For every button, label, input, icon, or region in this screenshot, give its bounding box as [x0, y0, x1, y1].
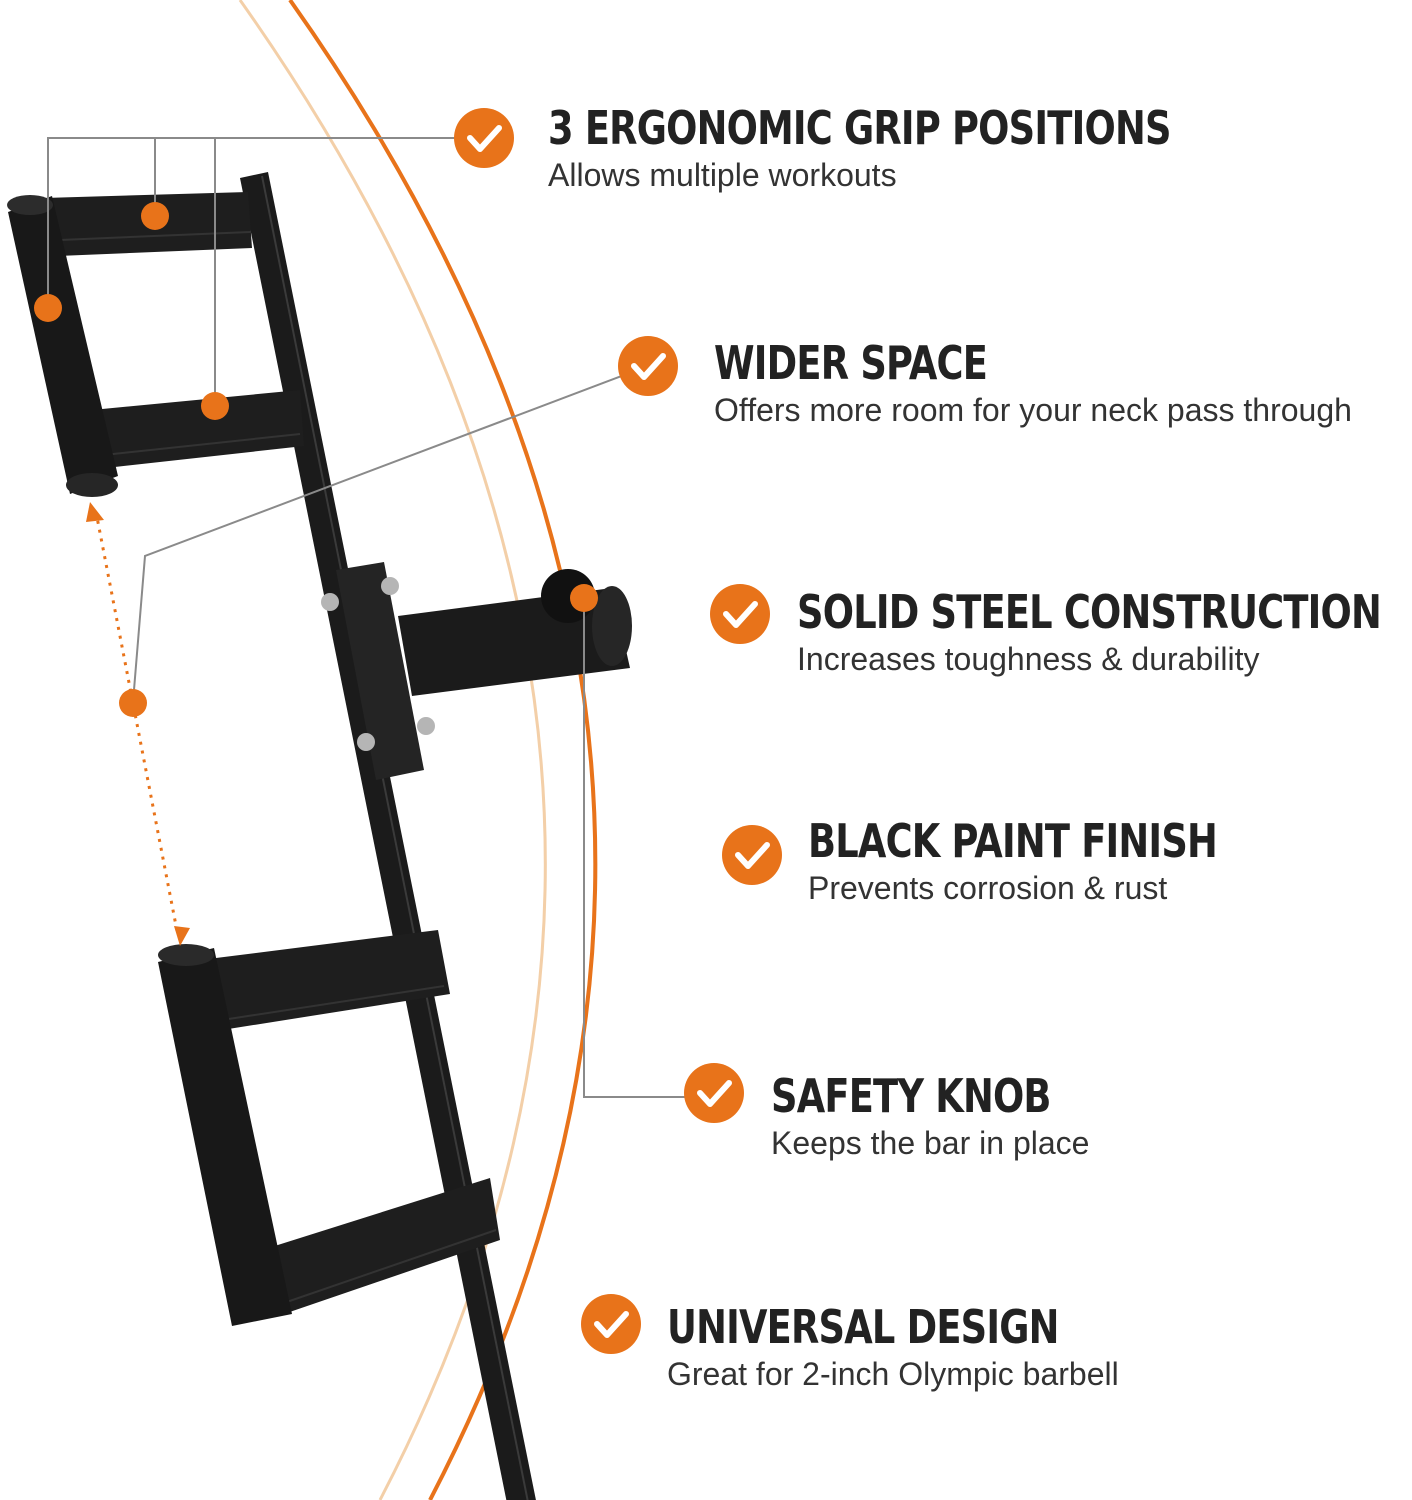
check-icon: [454, 108, 514, 168]
feature-universal-design: UNIVERSAL DESIGN Great for 2-inch Olympi…: [667, 1299, 1157, 1393]
feature-steel-construction: SOLID STEEL CONSTRUCTION Increases tough…: [797, 584, 1412, 678]
hotspot-dot: [34, 294, 62, 322]
check-icon: [618, 336, 678, 396]
left-vertical-handle: [8, 196, 118, 494]
outer-arc: [288, 0, 598, 1500]
feature-title: BLACK PAINT FINISH: [808, 814, 1218, 868]
feature-title: UNIVERSAL DESIGN: [667, 1300, 1059, 1354]
feature-grip-positions: 3 ERGONOMIC GRIP POSITIONS Allows multip…: [548, 100, 1326, 194]
bolts: [321, 577, 435, 751]
feature-wider-space: WIDER SPACE Offers more room for your ne…: [714, 335, 1352, 429]
lower-top-bar: [200, 930, 450, 1030]
feature-title: SOLID STEEL CONSTRUCTION: [797, 585, 1382, 639]
leader-lines: [47, 137, 712, 1098]
feature-description: Allows multiple workouts: [548, 157, 897, 193]
check-icon: [684, 1063, 744, 1123]
feature-title: WIDER SPACE: [714, 336, 988, 390]
lower-vertical-handle: [158, 948, 292, 1326]
bracket-plate: [336, 562, 424, 780]
hotspot-dot: [201, 392, 229, 420]
width-measurement-arrow: [86, 502, 190, 946]
feature-description: Increases toughness & durability: [797, 641, 1260, 677]
feature-safety-knob: SAFETY KNOB Keeps the bar in place: [771, 1068, 1121, 1162]
feature-description: Prevents corrosion & rust: [808, 870, 1168, 906]
feature-description: Offers more room for your neck pass thro…: [714, 392, 1352, 428]
feature-title: 3 ERGONOMIC GRIP POSITIONS: [548, 101, 1171, 155]
feature-paint-finish: BLACK PAINT FINISH Prevents corrosion & …: [808, 813, 1319, 907]
check-icon: [581, 1294, 641, 1354]
hotspot-dot: [141, 202, 169, 230]
check-icons: [454, 108, 782, 1354]
feature-description: Keeps the bar in place: [771, 1125, 1090, 1161]
hotspot-dot: [570, 584, 598, 612]
check-icon: [722, 825, 782, 885]
lower-bottom-bar: [262, 1178, 500, 1316]
feature-description: Great for 2-inch Olympic barbell: [667, 1356, 1119, 1392]
feature-title: SAFETY KNOB: [771, 1069, 1051, 1123]
hotspot-dot: [119, 689, 147, 717]
middle-grip-bar: [92, 390, 304, 468]
check-icon: [710, 584, 770, 644]
landmine-handle-product: [7, 172, 632, 1500]
hotspot-dots: [34, 202, 598, 717]
